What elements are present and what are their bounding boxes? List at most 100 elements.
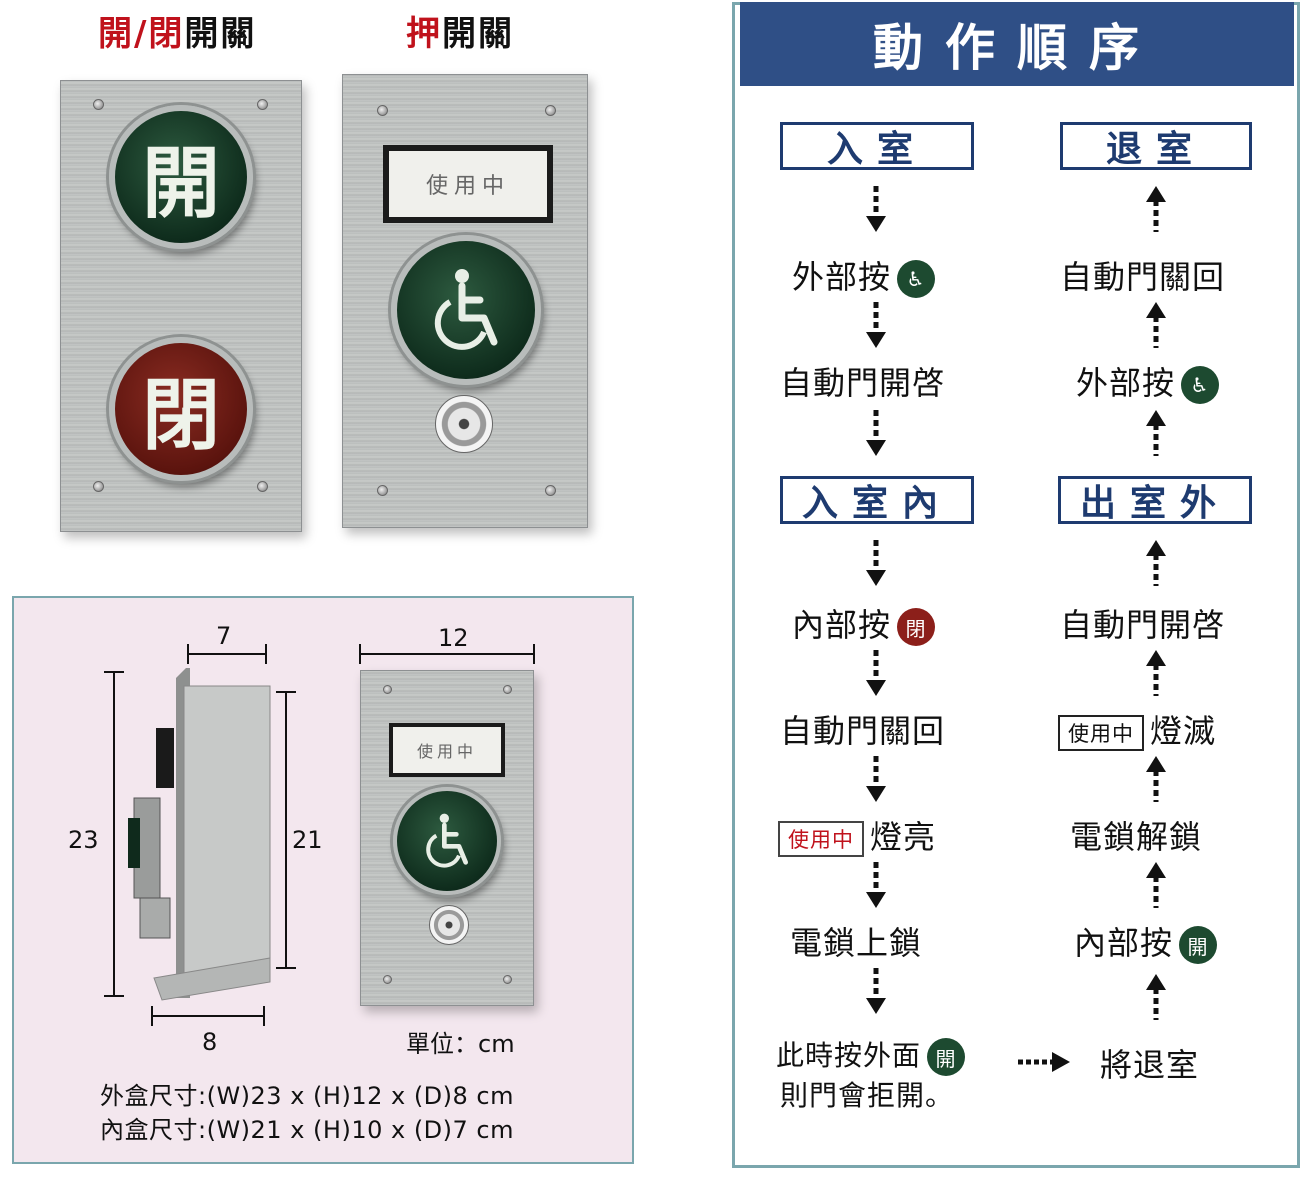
outer-box-spec: 外盒尺寸:(W)23 x (H)12 x (D)8 cm (100, 1082, 514, 1110)
screw-icon (545, 485, 556, 496)
front-view-window: 使用中 (389, 723, 505, 777)
step-door-closes-return: 自動門關回 (1060, 258, 1226, 296)
arrow-down-icon (866, 968, 886, 1014)
step-outside-press-return: 外部按♿ (1076, 358, 1220, 404)
dim-height-outer: 23 (68, 826, 99, 854)
push-switch-plate: 使用中 (342, 74, 588, 528)
in-use-indicator-window: 使用中 (383, 145, 553, 223)
dimension-lines (104, 644, 535, 1026)
arrow-right-icon (1018, 1052, 1070, 1072)
screw-icon (383, 685, 392, 694)
accessible-push-button[interactable] (391, 235, 541, 385)
step-light-off: 使用中燈滅 (1058, 706, 1216, 752)
open-button[interactable]: 開 (109, 105, 253, 249)
wheelchair-icon (434, 269, 498, 350)
dim-height-inner: 21 (292, 826, 323, 854)
close-badge-icon: 閉 (897, 608, 936, 646)
right-product-title: 押開關 (406, 6, 514, 55)
key-lock-icon (429, 905, 469, 945)
screw-icon (383, 975, 392, 984)
dim-depth-inner: 7 (216, 622, 232, 650)
step-box-enter-room: 入室 (780, 122, 974, 170)
dimension-panel: 7 12 23 21 8 使用中 單位：cm 外盒尺寸:(W)23 x (H)1… (12, 596, 634, 1164)
arrow-up-icon (1146, 974, 1166, 1020)
sequence-panel (732, 2, 1300, 1168)
step-box-leave-room: 退室 (1060, 122, 1252, 170)
arrow-up-icon (1146, 410, 1166, 456)
step-inside-press-return-label: 內部按 (1074, 924, 1174, 962)
step-light-on-label: 燈亮 (870, 818, 937, 856)
arrow-up-icon (1146, 862, 1166, 908)
arrow-down-icon (866, 302, 886, 348)
arrow-down-icon (866, 650, 886, 696)
arrow-up-icon (1146, 540, 1166, 586)
screw-icon (545, 105, 556, 116)
arrow-up-icon (1146, 756, 1166, 802)
step-outside-press: 外部按♿ (792, 252, 936, 298)
step-light-off-label: 燈滅 (1150, 712, 1217, 750)
step-door-opens: 自動門開啓 (780, 364, 946, 402)
step-box-exit-outside: 出室外 (1058, 476, 1252, 524)
arrow-down-icon (866, 186, 886, 232)
open-badge-icon: 開 (1179, 926, 1218, 964)
screw-icon (503, 975, 512, 984)
key-lock-icon[interactable] (435, 395, 493, 453)
wheelchair-badge-icon: ♿ (1181, 366, 1220, 404)
screw-icon (93, 99, 104, 110)
title-right-red: 押 (406, 14, 442, 54)
step-reject-open-line1: 此時按外面 (776, 1039, 922, 1072)
arrow-down-icon (866, 756, 886, 802)
screw-icon (93, 481, 104, 492)
step-light-on: 使用中燈亮 (778, 812, 936, 858)
front-view-plate: 使用中 (360, 670, 534, 1006)
in-use-tag: 使用中 (1058, 715, 1144, 751)
step-box-exit-outside-label: 出室外 (1079, 483, 1230, 524)
dim-depth-outer: 8 (202, 1028, 218, 1056)
arrow-up-icon (1146, 650, 1166, 696)
close-button-label: 閉 (141, 370, 220, 461)
step-door-opens-return: 自動門開啓 (1060, 606, 1226, 644)
wheelchair-badge-icon: ♿ (897, 260, 936, 298)
title-right-black: 開關 (442, 14, 514, 54)
screw-icon (503, 685, 512, 694)
arrow-up-icon (1146, 302, 1166, 348)
open-close-switch-plate: 開 閉 (60, 80, 302, 532)
dim-width-front: 12 (438, 624, 469, 652)
unit-label: 單位：cm (406, 1030, 515, 1058)
step-leave: 將退室 (1100, 1046, 1200, 1084)
arrow-down-icon (866, 862, 886, 908)
inner-box-spec: 內盒尺寸:(W)21 x (H)10 x (D)7 cm (100, 1116, 514, 1144)
open-button-label: 開 (141, 138, 220, 229)
step-inside-press: 內部按閉 (792, 600, 936, 646)
front-view-button (393, 787, 501, 895)
step-box-inside-room-label: 入室內 (801, 483, 952, 524)
arrow-down-icon (866, 410, 886, 456)
step-unlock: 電鎖解鎖 (1070, 818, 1203, 856)
title-left-red: 開/閉 (98, 14, 185, 54)
step-box-enter-room-label: 入室 (826, 129, 927, 170)
in-use-label: 使用中 (389, 151, 547, 217)
in-use-tag: 使用中 (778, 821, 864, 857)
sequence-title: 動作順序 (740, 2, 1294, 86)
step-reject-open: 此時按外面開 (776, 1034, 966, 1076)
step-reject-open-line2: 則門會拒開。 (780, 1079, 955, 1112)
wheelchair-icon (426, 813, 468, 868)
step-outside-press-return-label: 外部按 (1076, 364, 1176, 402)
step-inside-press-return: 內部按開 (1074, 918, 1218, 964)
arrow-down-icon (866, 540, 886, 586)
step-door-closes: 自動門關回 (780, 712, 946, 750)
left-product-title: 開/閉開關 (98, 6, 256, 55)
screw-icon (377, 105, 388, 116)
step-inside-press-label: 內部按 (792, 606, 892, 644)
close-button[interactable]: 閉 (109, 337, 253, 481)
open-badge-icon: 開 (927, 1038, 966, 1076)
screw-icon (257, 99, 268, 110)
step-lock: 電鎖上鎖 (790, 924, 923, 962)
screw-icon (257, 481, 268, 492)
front-view-window-label: 使用中 (393, 727, 501, 773)
step-box-leave-room-label: 退室 (1105, 129, 1206, 170)
step-outside-press-label: 外部按 (792, 258, 892, 296)
step-box-inside-room: 入室內 (780, 476, 974, 524)
title-left-black: 開關 (184, 14, 257, 54)
arrow-up-icon (1146, 186, 1166, 232)
